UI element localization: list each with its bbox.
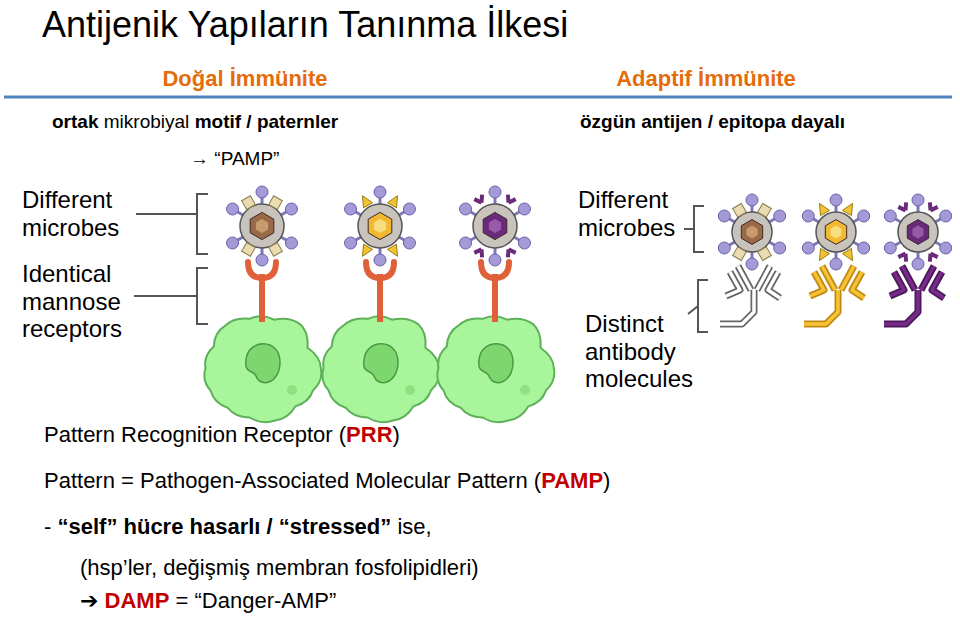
mannose-receptor	[366, 262, 394, 322]
slide-title: Antijenik Yapıların Tanınma İlkesi	[42, 4, 568, 46]
label-text: ➔	[80, 588, 98, 613]
phagocyte-cell	[322, 316, 439, 422]
phagocyte-cell	[437, 316, 554, 422]
label-text: özgün antijen / epitopa dayalı	[580, 111, 845, 132]
header-rule	[4, 96, 952, 99]
label-text: (hsp’ler, değişmiş membran fosfolipidler…	[80, 555, 479, 580]
microbe	[884, 194, 951, 270]
label-text: (	[534, 468, 541, 493]
callout-label: Different microbes	[22, 186, 154, 241]
antibody	[884, 266, 944, 324]
text-line: -“self” hücre hasarlı / “stressed”ise,	[44, 514, 432, 540]
label-text: mikrobiyal	[104, 111, 190, 132]
callout-label: Distinct antibody molecules	[585, 310, 709, 393]
text-line: ortak mikrobiyalmotif / paternler	[52, 111, 338, 133]
microbe	[227, 186, 298, 266]
mannose-receptor	[481, 262, 509, 322]
label-text: Pattern Recognition Receptor	[44, 422, 333, 447]
label-text: PRR	[346, 422, 392, 447]
text-line: (hsp’ler, değişmiş membran fosfolipidler…	[80, 555, 479, 581]
text-line: Doğal İmmünite	[162, 66, 327, 92]
text-line: Pattern = Pathogen-Associated Molecular …	[44, 468, 610, 494]
text-line: özgün antijen / epitopa dayalı	[580, 111, 845, 133]
callout-label: Different microbes	[578, 186, 706, 241]
label-text: Doğal İmmünite	[162, 66, 327, 91]
label-text: (	[339, 422, 346, 447]
label-text: →	[190, 148, 209, 169]
microbe	[345, 186, 416, 266]
label-text: -	[44, 514, 51, 539]
label-text: “PAMP”	[214, 148, 279, 169]
label-text: = “Danger-AMP”	[176, 588, 337, 613]
text-line: Adaptif İmmünite	[616, 66, 796, 92]
label-text: DAMP	[105, 588, 170, 613]
label-text: )	[603, 468, 610, 493]
microbe	[460, 186, 531, 266]
label-text: ise,	[397, 514, 431, 539]
label-text: PAMP	[541, 468, 603, 493]
label-text: )	[393, 422, 400, 447]
label-text: motif / paternler	[195, 111, 339, 132]
label-text: Pattern = Pathogen-Associated Molecular …	[44, 468, 528, 493]
microbe	[718, 194, 785, 270]
callout-label: Identical mannose receptors	[22, 260, 150, 343]
microbe	[802, 194, 869, 270]
antibody	[720, 266, 780, 324]
label-text: Adaptif İmmünite	[616, 66, 796, 91]
label-text: “self” hücre hasarlı / “stressed”	[57, 514, 391, 539]
mannose-receptor	[248, 262, 276, 322]
text-line: →“PAMP”	[190, 148, 279, 170]
text-line: ➔ DAMP= “Danger-AMP”	[80, 588, 336, 614]
phagocyte-cell	[204, 316, 321, 422]
text-line: Pattern Recognition Receptor(PRR)	[44, 422, 400, 448]
antibody	[804, 266, 864, 324]
label-text: ortak	[52, 111, 98, 132]
